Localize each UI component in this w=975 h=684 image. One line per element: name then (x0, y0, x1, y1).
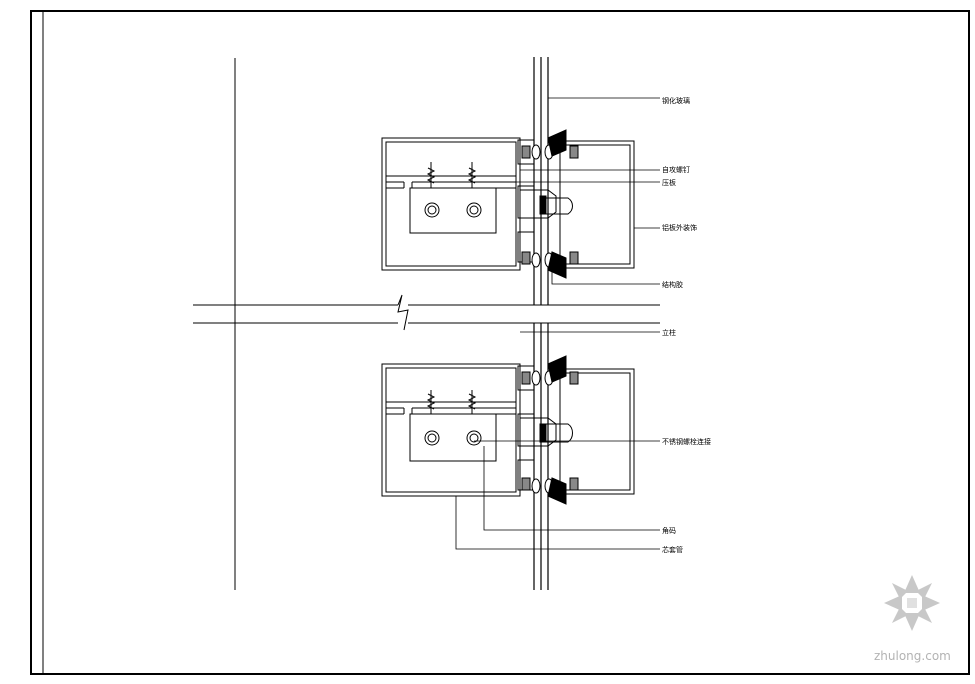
callout-glass: 钢化玻璃 (662, 96, 690, 105)
watermark-logo-icon (884, 575, 940, 631)
callout-aluminium-cover: 铝板外装饰 (662, 223, 697, 232)
watermark-text: zhulong.com (874, 649, 951, 663)
upper-gaskets (521, 129, 579, 279)
callout-sleeve-tube: 芯套管 (662, 545, 683, 554)
lower-node (381, 363, 635, 497)
watermark: zhulong.com (874, 575, 951, 663)
callout-pressure-plate: 压板 (662, 178, 676, 187)
callout-angle-bracket: 角码 (662, 526, 676, 535)
callout-labels: 钢化玻璃 自攻螺钉 压板 铝板外装饰 结构胶 立柱 不锈钢螺栓连接 角码 芯套管 (662, 96, 711, 554)
drawing-frame (30, 10, 970, 675)
break-line (193, 294, 660, 331)
callout-structural-sealant: 结构胶 (662, 280, 683, 289)
callout-mullion: 立柱 (662, 328, 676, 337)
callout-stainless-bolt: 不锈钢螺栓连接 (662, 437, 711, 446)
lower-gaskets (521, 355, 579, 505)
callout-tapping-screw: 自攻螺钉 (662, 165, 690, 174)
upper-node (381, 137, 635, 271)
leader-lines (455, 97, 660, 550)
